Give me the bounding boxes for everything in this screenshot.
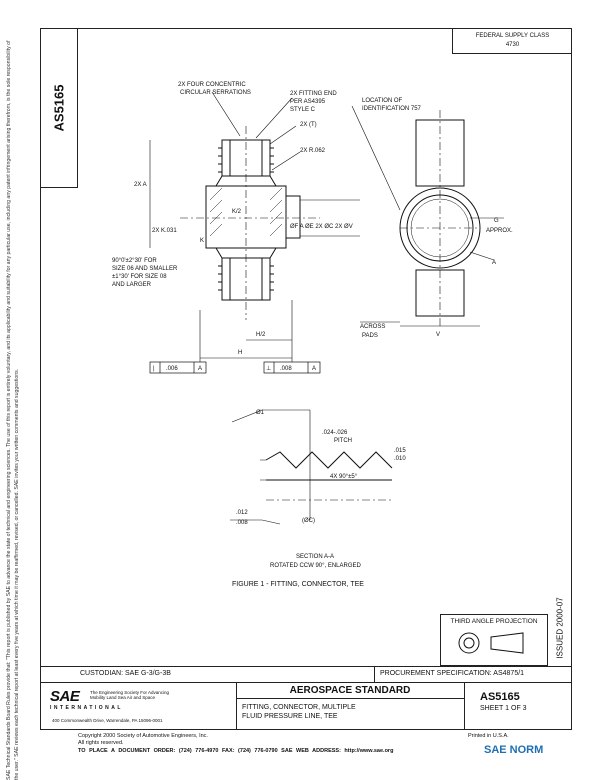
watermark-logo: SAE NORM <box>484 744 544 756</box>
callout-dc: (ØC) <box>302 518 315 524</box>
tol-a-val: .006 <box>166 366 178 372</box>
tolerance-frame-a <box>149 361 207 374</box>
title-line-1: FITTING, CONNECTOR, MULTIPLE <box>242 704 356 711</box>
callout-k: K <box>200 238 204 244</box>
fsc-value: 4730 <box>505 42 520 48</box>
callout-angle-3: ±1°30' FOR SIZE 08 <box>112 274 167 280</box>
callout-g: G <box>494 218 499 224</box>
callout-4x90: 4X 90°±5° <box>330 474 358 480</box>
callout-serrations-1: 2X FOUR CONCENTRIC <box>178 82 246 88</box>
tol-b-ref: A <box>312 366 316 372</box>
callout-serrations-2: CIRCULAR SERRATIONS <box>180 90 251 96</box>
copyright-line-1: Copyright 2000 Society of Automotive Eng… <box>78 733 208 739</box>
tee-end-view <box>351 105 504 327</box>
callout-t: 2X (T) <box>300 122 317 128</box>
callout-r: 2X R.062 <box>300 148 326 154</box>
callout-a: A <box>492 260 496 266</box>
callout-loc-1: LOCATION OF <box>362 98 403 104</box>
copyright: Copyright 2000 Society of Automotive Eng… <box>78 733 208 747</box>
third-angle-projection: THIRD ANGLE PROJECTION <box>440 614 548 666</box>
order-line: TO PLACE A DOCUMENT ORDER: (724) 776-497… <box>78 748 394 754</box>
callout-fitting-end-2: PER AS4395 <box>290 99 326 105</box>
section-a-a <box>230 409 393 525</box>
section-label-1: SECTION A-A <box>296 554 334 560</box>
callout-pitch-2: PITCH <box>334 438 352 444</box>
tee-side-view <box>149 91 360 362</box>
drawing-frame <box>40 28 572 730</box>
number-cell: AS5165 SHEET 1 OF 3 <box>464 683 572 730</box>
title-line-2: FLUID PRESSURE LINE, TEE <box>242 713 338 720</box>
tol-a-ref: A <box>198 366 202 372</box>
callout-012: .012 <box>236 510 248 516</box>
callout-h: H <box>238 350 242 356</box>
callout-2x-a: 2X A <box>134 182 147 188</box>
callout-angle-1: 90°0'±2°30' FOR <box>112 258 157 264</box>
callout-approx: APPROX. <box>486 228 513 234</box>
fsc-label: FEDERAL SUPPLY CLASS <box>475 33 550 39</box>
figure-caption: FIGURE 1 - FITTING, CONNECTOR, TEE <box>232 581 364 588</box>
doc-number-vertical: AS5165 <box>40 28 78 188</box>
callout-across-2: PADS <box>362 333 378 339</box>
issued-date: ISSUED 2000-07 <box>548 590 572 666</box>
callout-fitting-end-1: 2X FITTING END <box>290 91 337 97</box>
callout-pitch-1: .024-.026 <box>322 430 348 436</box>
projection-symbol <box>458 632 524 654</box>
federal-supply-class: FEDERAL SUPPLY CLASS 4730 <box>452 28 572 54</box>
callout-v: V <box>436 332 440 338</box>
callout-h2: H/2 <box>256 332 266 338</box>
sheet-number: SHEET 1 OF 3 <box>480 705 527 712</box>
sae-intl: INTERNATIONAL <box>50 705 123 711</box>
callout-010: .010 <box>394 456 406 462</box>
callout-loc-2: IDENTIFICATION 757 <box>362 106 422 112</box>
title-block: AEROSPACE STANDARD FITTING, CONNECTOR, M… <box>40 682 572 730</box>
callout-008: .008 <box>236 520 248 526</box>
callout-d1: Ø1 <box>256 410 265 416</box>
custodian-strip: CUSTODIAN: SAE G-3/G-3B PROCUREMENT SPEC… <box>40 666 572 682</box>
title-cell: AEROSPACE STANDARD FITTING, CONNECTOR, M… <box>236 683 465 730</box>
callout-across-1: ACROSS <box>360 324 385 330</box>
custodian: CUSTODIAN: SAE G-3/G-3B <box>80 670 171 677</box>
procurement-spec: PROCUREMENT SPECIFICATION: AS4875/1 <box>380 670 525 677</box>
callout-dims: ØF A ØE 2X ØC 2X ØV <box>290 224 353 230</box>
tolerance-frame-b <box>263 361 321 374</box>
printed-in: Printed in U.S.A. <box>468 733 509 739</box>
sae-tagline: The Engineering Society For Advancing Mo… <box>90 690 170 700</box>
issued-text: ISSUED 2000-07 <box>555 597 565 659</box>
callout-k2: K/2 <box>232 209 242 215</box>
third-angle-label: THIRD ANGLE PROJECTION <box>450 618 538 625</box>
callout-angle-4: AND LARGER <box>112 282 152 288</box>
tol-b-val: .008 <box>280 366 292 372</box>
tol-b-sym: ⊥ <box>266 365 271 372</box>
standard-heading: AEROSPACE STANDARD <box>236 683 464 699</box>
callout-015: .015 <box>394 448 406 454</box>
doc-number-title: AS5165 <box>480 691 520 703</box>
sae-logo: SAE INTERNATIONAL The Engineering Societ… <box>50 688 169 711</box>
callout-fitting-end-3: STYLE C <box>290 107 316 113</box>
callout-angle-2: SIZE 06 AND SMALLER <box>112 266 178 272</box>
section-label-2: ROTATED CCW 90°, ENLARGED <box>270 563 362 569</box>
copyright-line-2: All rights reserved. <box>78 740 124 746</box>
sae-logo-cell <box>40 683 237 730</box>
sae-address: 400 Commonwealth Drive, Warrendale, PA 1… <box>52 718 163 723</box>
sae-mark: SAE <box>50 688 80 705</box>
callout-xk: 2X K.031 <box>152 228 177 234</box>
tol-a-sym: | <box>153 366 155 372</box>
